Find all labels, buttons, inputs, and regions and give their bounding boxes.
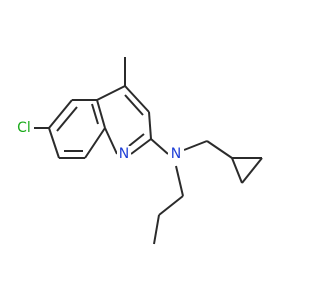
bond-c8-c8a [84,127,106,159]
ring-nitrogen-atom-label: N [119,146,129,162]
bond-c2-n1-double [128,133,145,147]
bond-c8a-c4a [96,99,106,129]
bond-ch2-cyclopropyl [206,140,233,159]
bond-n-amine-ch2 [183,140,208,151]
bond-c2-n1 [130,138,152,155]
bond-cyclopropyl-a [231,157,243,184]
bond-n1-c8a [104,127,118,155]
bond-c2-n-amine [150,138,169,155]
bond-c5-c6-double [56,106,78,132]
bond-c4-c3 [124,85,150,113]
bond-c4a-c4 [96,85,126,101]
chlorine-atom-label: Cl [17,120,31,136]
structure-canvas: Cl N N [17,57,263,245]
bond-c4-c3-double [124,94,144,116]
molecule-structure: Cl N N [17,57,263,245]
bond-n-amine-propyl-1 [175,165,184,197]
amine-nitrogen-atom-label: N [171,146,181,162]
bond-propyl-3 [153,214,160,245]
bond-cyclopropyl-b [241,157,263,184]
bond-c8a-c4a-double [91,103,99,125]
bond-c3-c2 [148,111,152,140]
bond-c5-c6 [48,99,73,129]
bond-propyl-2 [158,195,184,216]
bond-c6-c7 [48,127,60,159]
